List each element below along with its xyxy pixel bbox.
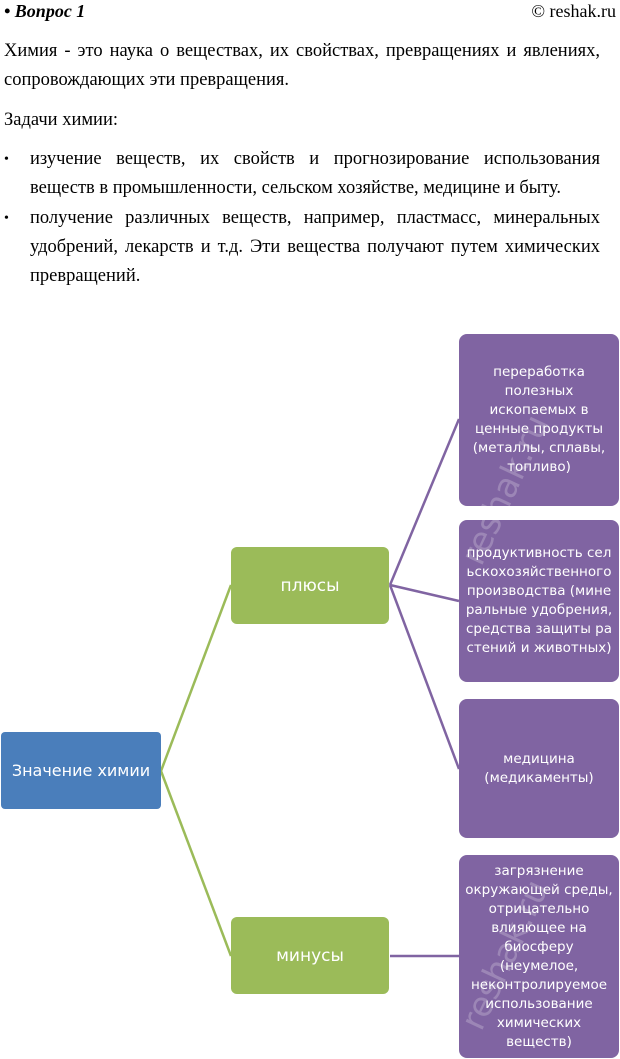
connector-pros-leaf-2 [389, 583, 460, 603]
cons-node: минусы [231, 917, 389, 994]
page-header: • Вопрос 1 © reshak.ru [4, 0, 616, 24]
root-node-label: Значение химии [11, 761, 151, 780]
pros-leaf-1-label: переработка полезных ископаемых в ценные… [472, 364, 606, 475]
pros-leaf-3: медицина (медикаменты) [459, 699, 619, 838]
root-node: Значение химии [1, 732, 161, 809]
tasks-list: • изучение веществ, их свойств и прогноз… [0, 145, 600, 291]
connector-root-pros [159, 584, 233, 772]
pros-leaf-2-label: продуктивность сельскохозяйственного про… [465, 545, 613, 656]
site-copyright[interactable]: © reshak.ru [531, 1, 616, 21]
tasks-heading: Задачи химии: [4, 110, 118, 130]
bullet-icon: • [4, 152, 9, 167]
pros-node: плюсы [231, 547, 389, 624]
list-item-text: изучение веществ, их свойств и прогнозир… [30, 149, 600, 198]
pros-node-label: плюсы [280, 575, 340, 596]
list-item: • изучение веществ, их свойств и прогноз… [0, 145, 600, 203]
connector-pros-leaf-3 [388, 584, 461, 770]
pros-leaf-1: переработка полезных ископаемых в ценные… [459, 334, 619, 506]
cons-leaf-1: загрязнение окружающей среды, отрицатель… [459, 855, 619, 1058]
cons-leaf-1-label: загрязнение окружающей среды, отрицатель… [465, 862, 613, 1050]
connector-root-cons [159, 770, 233, 957]
question-title: • Вопрос 1 [4, 1, 86, 21]
intro-paragraph: Химия - это наука о веществах, их свойст… [4, 41, 600, 90]
bullet-icon: • [4, 211, 9, 226]
pros-leaf-3-label: медицина (медикаменты) [484, 750, 594, 786]
pros-leaf-2: продуктивность сельскохозяйственного про… [459, 520, 619, 682]
cons-node-label: минусы [276, 945, 344, 966]
list-item: • получение различных веществ, например,… [0, 204, 600, 291]
list-item-text: получение различных веществ, например, п… [30, 208, 600, 286]
connector-pros-leaf-1 [388, 418, 461, 586]
